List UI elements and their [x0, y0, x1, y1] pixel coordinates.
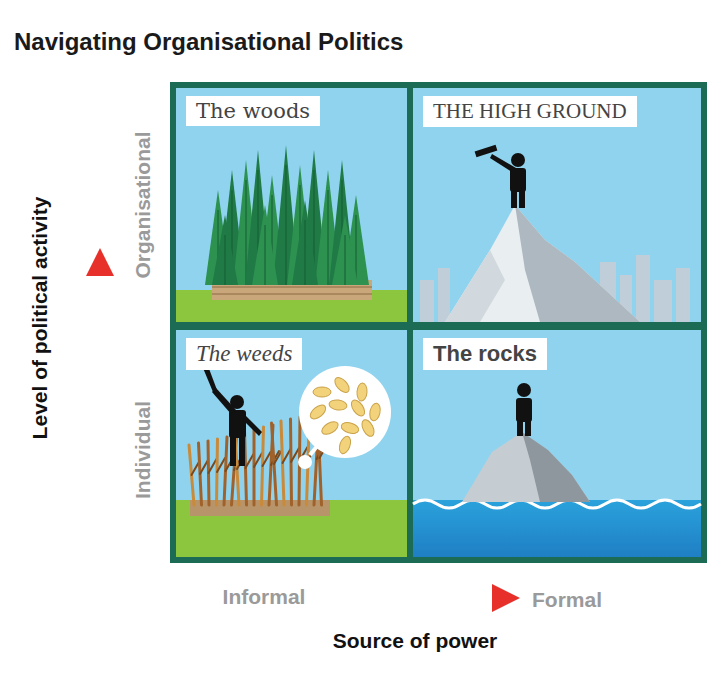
- quadrant: The rocks: [413, 330, 701, 557]
- quadrant: THE HIGH GROUND: [413, 88, 701, 322]
- axis-end: Individual: [131, 401, 155, 499]
- grid-frame: [170, 82, 707, 563]
- quadrant: The weeds: [176, 330, 407, 557]
- axis-arrow: [336, 593, 494, 603]
- axis-arrow: [95, 272, 105, 410]
- axis-end: Formal: [532, 588, 602, 612]
- axis-title: Source of power: [333, 629, 498, 653]
- axis-title: Level of political activity: [28, 197, 52, 440]
- quadrant: The woods: [176, 88, 407, 322]
- quadrant-label: The weeds: [186, 338, 302, 370]
- axis-end: Informal: [223, 585, 306, 609]
- axis-end: Organisational: [131, 131, 155, 278]
- quadrant-label: The woods: [186, 96, 320, 126]
- arrow-head: [86, 248, 114, 276]
- quadrant-label: THE HIGH GROUND: [423, 96, 637, 127]
- arrow-head: [492, 584, 520, 612]
- quadrant-label: The rocks: [423, 338, 547, 370]
- title: Navigating Organisational Politics: [14, 28, 403, 56]
